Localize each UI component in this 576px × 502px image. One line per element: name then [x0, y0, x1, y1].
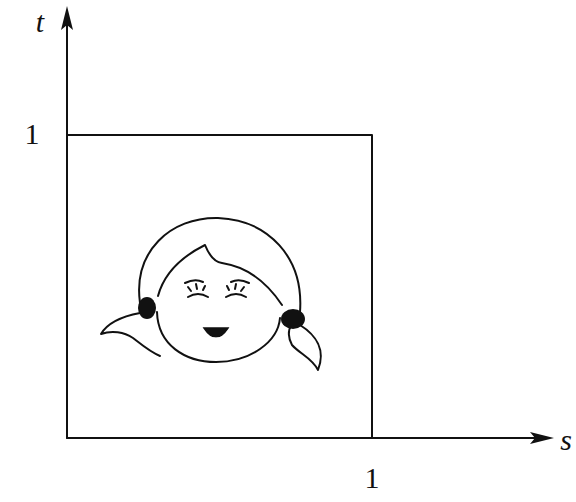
eyebrows — [185, 280, 249, 283]
left-eyelashes — [188, 284, 205, 291]
right-pigtail — [289, 325, 321, 370]
tongue — [209, 336, 223, 339]
s-axis — [67, 437, 540, 439]
right-eye — [226, 294, 246, 297]
tick-value: 1 — [365, 463, 380, 493]
t-axis-arrowhead — [61, 6, 73, 30]
left-eye — [188, 294, 208, 297]
right-hair-band — [281, 309, 305, 329]
unit-square — [67, 135, 372, 438]
hair-outline — [139, 218, 300, 312]
tick-value: 1 — [25, 119, 40, 149]
s-axis-arrowhead — [530, 432, 554, 444]
t-axis — [66, 20, 68, 438]
smiling-mouth — [204, 328, 228, 337]
right-eyelashes — [227, 284, 244, 291]
axis-name: t — [36, 7, 44, 37]
axis-name: s — [560, 425, 572, 455]
left-hair-band — [138, 297, 156, 319]
face-outline — [157, 312, 280, 362]
hair-bangs — [158, 245, 282, 305]
left-pigtail — [101, 313, 160, 356]
